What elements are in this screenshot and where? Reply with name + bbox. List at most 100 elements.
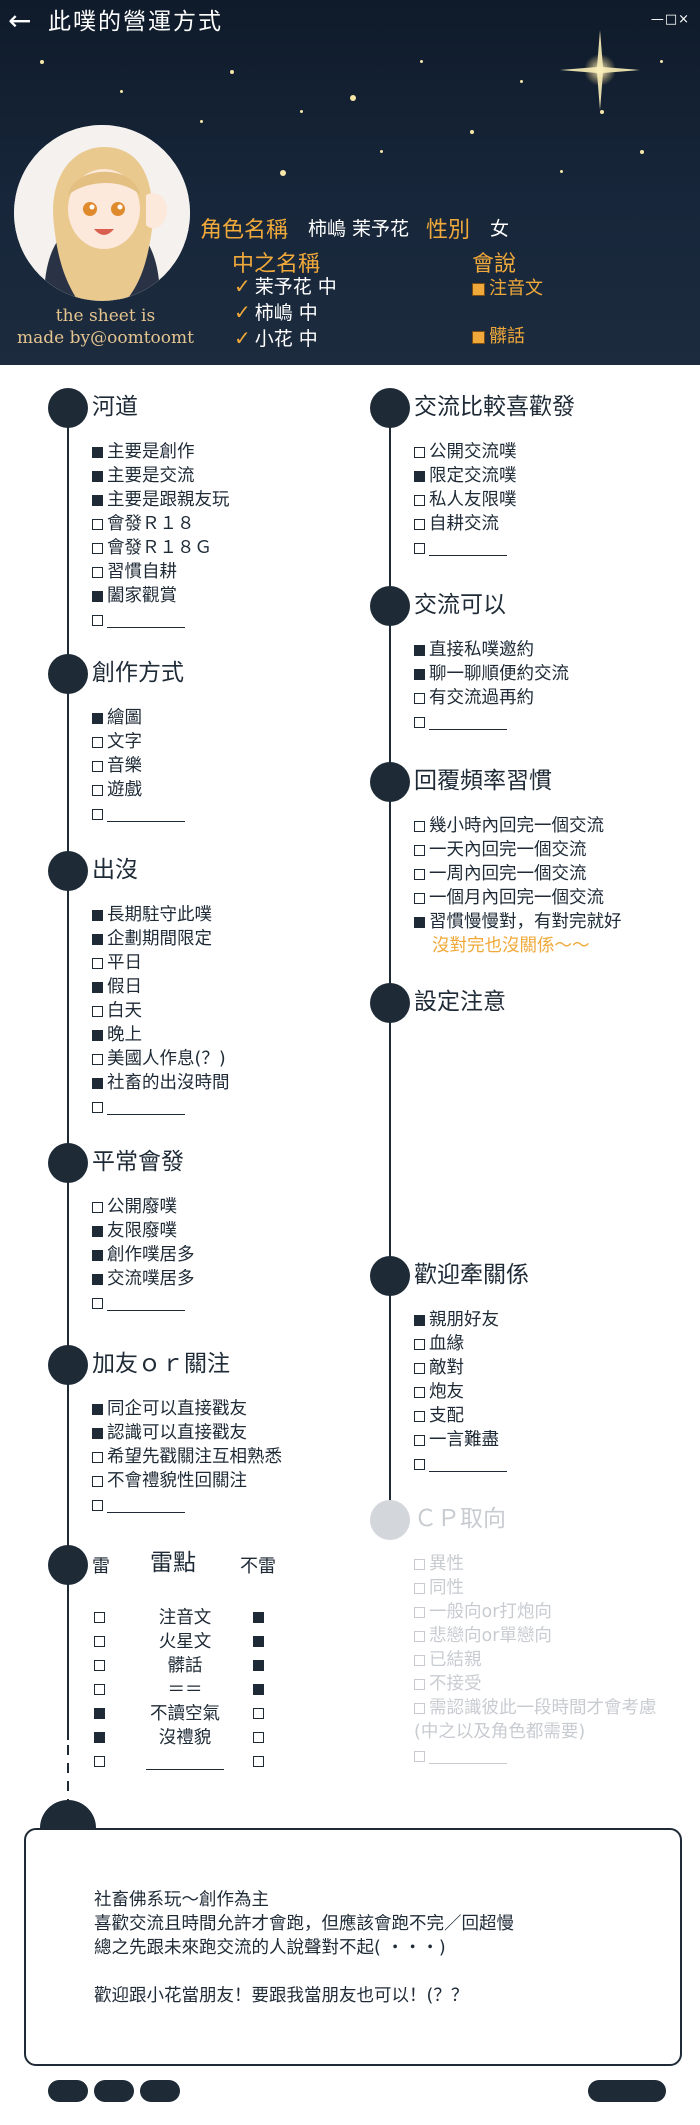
list-item-label: 同企可以直接戳友 — [107, 1399, 247, 1419]
checked-box-icon[interactable] — [92, 495, 103, 506]
trigger-mine-checkbox-icon[interactable] — [94, 1660, 105, 1671]
checkbox-icon[interactable] — [92, 958, 103, 969]
checkbox-icon[interactable] — [414, 1751, 425, 1762]
checkbox-icon[interactable] — [414, 717, 425, 728]
checked-box-icon[interactable] — [92, 1428, 103, 1439]
checkbox-icon[interactable] — [92, 1476, 103, 1487]
checkbox-icon[interactable] — [92, 1298, 103, 1309]
checked-box-icon[interactable] — [92, 982, 103, 993]
trigger-ok-checkbox-icon[interactable] — [253, 1684, 264, 1695]
trigger-ok-checkbox-icon[interactable] — [253, 1756, 264, 1767]
checkbox-icon[interactable] — [92, 1054, 103, 1065]
checkbox-icon[interactable] — [414, 1339, 425, 1350]
trigger-mine-checkbox-icon[interactable] — [94, 1612, 105, 1623]
checkbox-icon[interactable] — [414, 543, 425, 554]
star-icon — [280, 170, 286, 176]
list-item-label: 不會禮貌性回關注 — [107, 1471, 247, 1491]
checked-box-icon[interactable] — [92, 910, 103, 921]
checkbox-icon[interactable] — [414, 693, 425, 704]
list-item: 悲戀向or單戀向 — [414, 1624, 657, 1648]
checkbox-icon[interactable] — [414, 1459, 425, 1470]
trigger-mine-checkbox-icon[interactable] — [94, 1756, 105, 1767]
checkbox-icon[interactable] — [92, 1102, 103, 1113]
trigger-row-label: 火星文 — [158, 1632, 212, 1652]
sheet-credit: the sheet is made by@oomtoomt — [17, 306, 194, 348]
checkbox-icon[interactable] — [414, 1655, 425, 1666]
checkbox-icon[interactable] — [92, 543, 103, 554]
checkbox-icon[interactable] — [92, 519, 103, 530]
list-item: 一周內回完一個交流 — [414, 862, 622, 886]
checked-box-icon[interactable] — [414, 645, 425, 656]
checked-box-icon[interactable] — [414, 471, 425, 482]
checked-box-icon[interactable] — [92, 591, 103, 602]
checked-box-icon[interactable] — [414, 669, 425, 680]
list-item-label: 有交流過再約 — [429, 688, 534, 708]
trigger-ok-checkbox-icon[interactable] — [253, 1636, 264, 1647]
trigger-ok-checkbox-icon[interactable] — [253, 1732, 264, 1743]
checkbox-icon[interactable] — [414, 869, 425, 880]
checkbox-icon[interactable] — [92, 809, 103, 820]
checked-box-icon[interactable] — [92, 1226, 103, 1237]
list-item-label: 平日 — [107, 953, 142, 973]
window-controls[interactable]: —□× — [650, 12, 690, 27]
checkbox-icon[interactable] — [92, 615, 103, 626]
checked-box-icon[interactable] — [92, 934, 103, 945]
checkbox-icon[interactable] — [92, 761, 103, 772]
checkbox-icon[interactable] — [414, 1387, 425, 1398]
checkbox-icon[interactable] — [414, 1631, 425, 1642]
footer-pill-button[interactable] — [588, 2080, 666, 2102]
checkbox-icon[interactable] — [92, 1202, 103, 1213]
checkbox-icon[interactable] — [414, 1559, 425, 1570]
checked-box-icon[interactable] — [92, 1250, 103, 1261]
checkbox-icon[interactable] — [92, 1006, 103, 1017]
checkbox-icon[interactable] — [414, 1411, 425, 1422]
checkbox-icon[interactable] — [92, 1452, 103, 1463]
checkbox-icon[interactable] — [414, 1435, 425, 1446]
trigger-ok-checkbox-icon[interactable] — [253, 1660, 264, 1671]
trigger-mine-checkbox-icon[interactable] — [94, 1708, 105, 1719]
checkbox-icon[interactable] — [414, 447, 425, 458]
checked-box-icon[interactable] — [92, 713, 103, 724]
timeline-line-left-dashed — [67, 1745, 69, 1835]
checkbox-icon[interactable] — [414, 845, 425, 856]
checked-box-icon[interactable] — [92, 1404, 103, 1415]
trigger-ok-checkbox-icon[interactable] — [253, 1612, 264, 1623]
checkbox-icon[interactable] — [92, 737, 103, 748]
checkbox-icon[interactable] — [414, 1679, 425, 1690]
checked-box-icon[interactable] — [414, 917, 425, 928]
checkbox-icon[interactable] — [414, 1583, 425, 1594]
star-icon — [660, 60, 663, 63]
section-title-triggers: 雷點 — [150, 1550, 196, 1576]
trigger-mine-checkbox-icon[interactable] — [94, 1684, 105, 1695]
list-item: 血緣 — [414, 1332, 507, 1356]
checked-box-icon[interactable] — [92, 1078, 103, 1089]
checked-box-icon[interactable] — [92, 1030, 103, 1041]
list-item: 不接受 — [414, 1672, 657, 1696]
list-item: 敵對 — [414, 1356, 507, 1380]
checkbox-icon[interactable] — [414, 821, 425, 832]
checkbox-icon[interactable] — [414, 1607, 425, 1618]
checkbox-icon[interactable] — [414, 893, 425, 904]
section-title-reply_habit: 回覆頻率習慣 — [414, 768, 552, 794]
checkbox-icon[interactable] — [92, 1500, 103, 1511]
checkbox-icon[interactable] — [414, 495, 425, 506]
checkbox-icon[interactable] — [414, 1703, 425, 1714]
trigger-mine-checkbox-icon[interactable] — [94, 1732, 105, 1743]
filled-square-icon — [472, 282, 485, 296]
checked-box-icon[interactable] — [414, 1315, 425, 1326]
footer-pill-button[interactable] — [94, 2080, 134, 2102]
trigger-mine-checkbox-icon[interactable] — [94, 1636, 105, 1647]
checked-box-icon[interactable] — [92, 471, 103, 482]
checkbox-icon[interactable] — [92, 785, 103, 796]
footer-pill-button[interactable] — [48, 2080, 88, 2102]
checkbox-icon[interactable] — [414, 1363, 425, 1374]
trigger-ok-checkbox-icon[interactable] — [253, 1708, 264, 1719]
checked-box-icon[interactable] — [92, 447, 103, 458]
footer-pill-button[interactable] — [140, 2080, 180, 2102]
back-arrow-icon[interactable]: ← — [8, 4, 32, 37]
checked-box-icon[interactable] — [92, 1274, 103, 1285]
list-item: (中之以及角色都需要) — [414, 1720, 657, 1744]
checkbox-icon[interactable] — [414, 519, 425, 530]
list-item-label: 炮友 — [429, 1382, 464, 1402]
checkbox-icon[interactable] — [92, 567, 103, 578]
